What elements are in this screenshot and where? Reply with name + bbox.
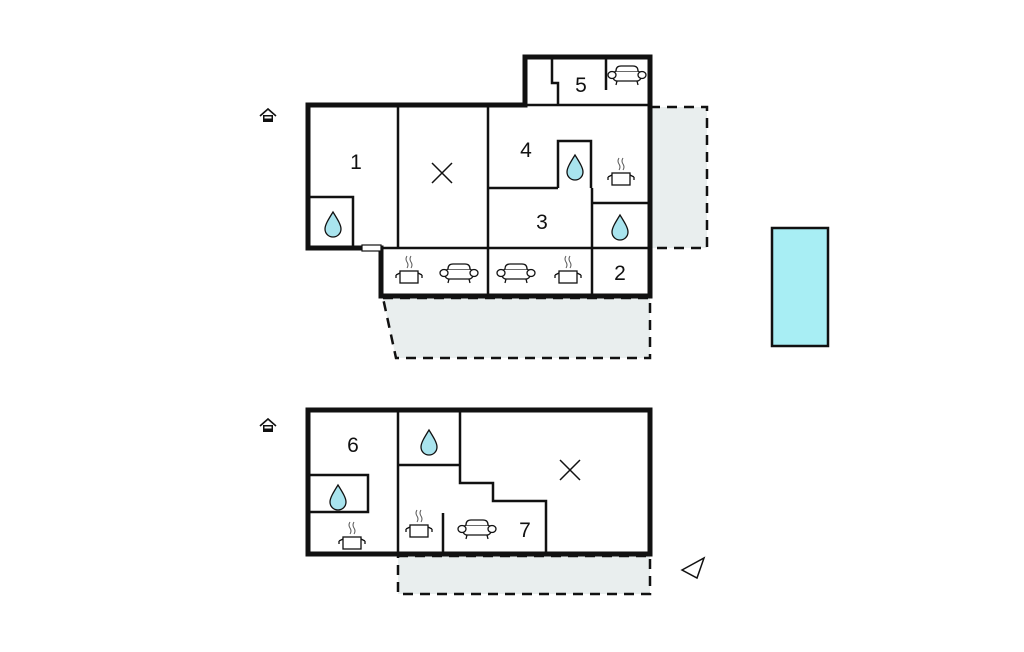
kitchen-pot-icon xyxy=(405,509,433,538)
home-entrance-icon xyxy=(259,418,277,433)
bathroom-drop-icon xyxy=(420,429,438,456)
sofa-icon xyxy=(496,263,536,284)
terrace-bottom xyxy=(396,554,652,596)
bathroom-drop-icon xyxy=(566,154,584,181)
kitchen-pot-icon xyxy=(395,255,423,284)
kitchen-pot-icon xyxy=(607,157,635,186)
terrace-right xyxy=(648,105,709,250)
room-label-2: 2 xyxy=(614,262,626,285)
swimming-pool xyxy=(770,226,830,348)
room-label-5: 5 xyxy=(575,74,587,97)
exterior-walls xyxy=(305,407,653,557)
terrace-bottom xyxy=(381,296,652,360)
sofa-icon xyxy=(439,263,479,284)
void-x-icon xyxy=(559,459,581,481)
sofa-icon xyxy=(607,65,647,86)
sofa-icon xyxy=(457,519,497,540)
ground-floor-plan: 1 2 3 4 5 xyxy=(259,54,709,360)
room-label-7: 7 xyxy=(519,519,531,542)
room-label-1: 1 xyxy=(350,151,362,174)
void-x-icon xyxy=(431,162,453,184)
window xyxy=(361,244,382,252)
bathroom-drop-icon xyxy=(324,211,342,238)
bathroom-drop-icon xyxy=(329,484,347,511)
exterior-walls xyxy=(305,54,653,299)
room-label-3: 3 xyxy=(536,211,548,234)
kitchen-pot-icon xyxy=(338,521,366,550)
upper-floor-plan: 6 7 xyxy=(259,407,653,596)
bathroom-drop-icon xyxy=(611,214,629,241)
north-arrow-icon xyxy=(680,556,706,580)
home-entrance-icon xyxy=(259,108,277,123)
kitchen-pot-icon xyxy=(554,255,582,284)
room-label-4: 4 xyxy=(520,139,532,162)
room-label-6: 6 xyxy=(347,434,359,457)
